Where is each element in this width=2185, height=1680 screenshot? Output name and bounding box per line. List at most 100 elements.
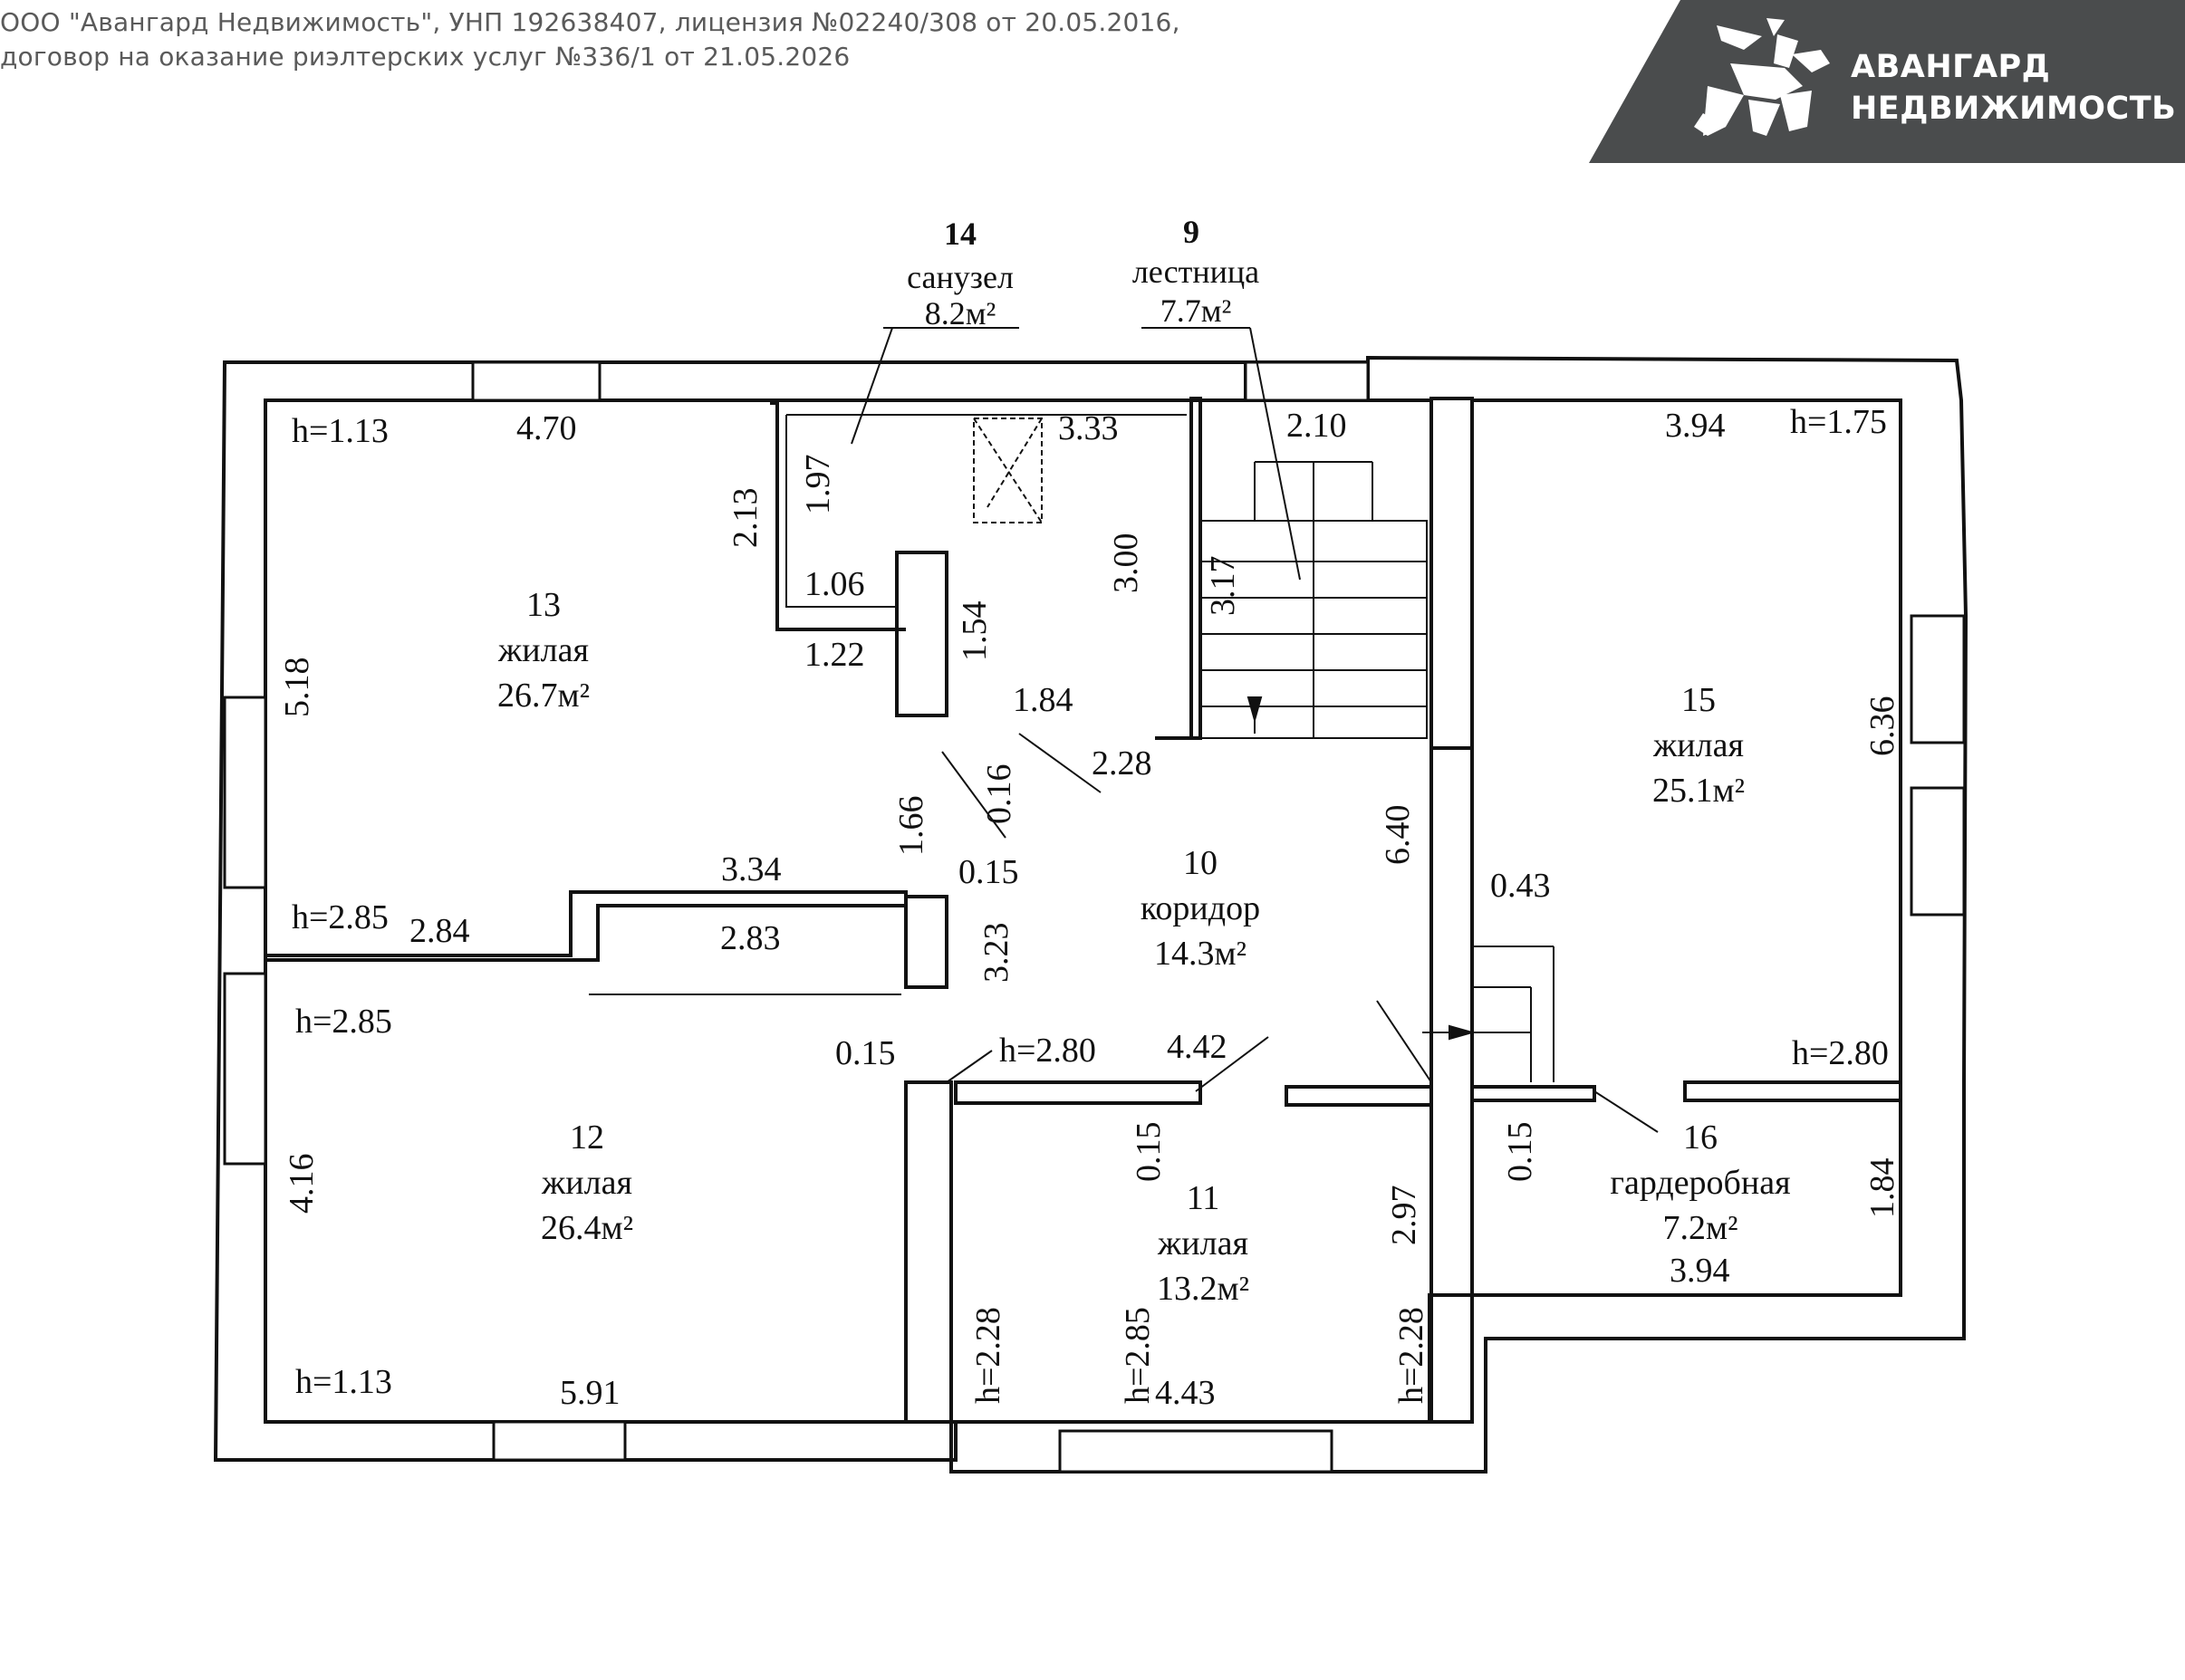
dim-394-top: 3.94 [1665, 407, 1726, 445]
dim-h228-b: h=2.28 [1392, 1307, 1430, 1404]
dim-334: 3.34 [721, 850, 782, 888]
dim-636: 6.36 [1863, 696, 1901, 757]
dim-016: 0.16 [980, 764, 1018, 825]
room-10-name: коридор [1141, 889, 1260, 927]
dim-591: 5.91 [560, 1374, 621, 1412]
dim-h285-c: h=2.85 [1119, 1307, 1157, 1404]
room-10-number: 10 [1183, 844, 1218, 882]
dim-h228-a: h=2.28 [969, 1307, 1007, 1404]
dim-h285-b: h=2.85 [295, 1003, 392, 1041]
bath-fixtures [785, 414, 1187, 608]
room-16-area: 7.2м² [1663, 1209, 1738, 1247]
room-13-area: 26.7м² [497, 677, 590, 715]
agency-header: ООО "Авангард Недвижимость", УНП 1926384… [0, 5, 1540, 74]
dim-300: 3.00 [1107, 533, 1145, 594]
wall-partition-11 [904, 1080, 953, 1424]
dim-106: 1.06 [804, 565, 865, 603]
wall-room11-top-a [954, 1080, 1202, 1105]
dim-015-d: 0.15 [1501, 1122, 1539, 1183]
room-16-name: гардеробная [1610, 1164, 1790, 1202]
dim-284: 2.84 [409, 912, 470, 950]
wall-bath-left [770, 401, 906, 631]
dim-518: 5.18 [278, 658, 316, 718]
dim-043: 0.43 [1490, 867, 1551, 905]
dim-h280-b: h=2.80 [1792, 1034, 1889, 1072]
room-13-number: 13 [526, 586, 561, 624]
window-left-12 [223, 972, 267, 1166]
dim-122: 1.22 [804, 636, 865, 674]
wall-wardrobe-top-a [1470, 1085, 1596, 1102]
dim-333: 3.33 [1058, 409, 1119, 447]
dim-015-a: 0.15 [958, 853, 1019, 891]
dim-213: 2.13 [727, 488, 765, 549]
wall-partition-right [1429, 397, 1474, 1424]
window-right-15b [1910, 786, 1966, 917]
dim-394-bot: 3.94 [1670, 1252, 1730, 1290]
room-16-number: 16 [1683, 1118, 1718, 1157]
room-11-name: жилая [1157, 1224, 1248, 1262]
dim-228-mid: 2.28 [1092, 744, 1152, 782]
windows [223, 360, 1966, 1474]
room-15-number: 15 [1681, 681, 1716, 719]
room-15-area: 25.1м² [1652, 772, 1745, 810]
window-top-9 [1244, 360, 1370, 402]
room-9-name: лестница [1132, 254, 1259, 290]
dim-h285-a: h=2.85 [292, 898, 389, 936]
dim-210: 2.10 [1286, 407, 1347, 445]
dim-443: 4.43 [1155, 1374, 1216, 1412]
dim-283: 2.83 [720, 919, 781, 957]
wall-wardrobe-top-b [1683, 1080, 1902, 1102]
window-right-15a [1910, 614, 1966, 744]
wall-column [904, 895, 948, 989]
wall-outer-right [949, 355, 1968, 1474]
dim-h280-a: h=2.80 [999, 1032, 1096, 1070]
room-12-area: 26.4м² [541, 1209, 633, 1247]
room-14-number: 14 [944, 216, 977, 252]
dim-416: 4.16 [283, 1154, 321, 1214]
leader-lines [589, 327, 1659, 1133]
room-14-name: санузел [907, 259, 1014, 295]
window-bottom-12 [492, 1420, 627, 1462]
dim-323: 3.23 [977, 923, 1015, 984]
dimension-labels: h=1.13 4.70 3.33 2.10 3.94 h=1.75 2.13 1… [278, 403, 1901, 1412]
room-11-area: 13.2м² [1157, 1270, 1249, 1308]
dim-015-c: 0.15 [1130, 1122, 1168, 1183]
shower-cabin-icon [973, 418, 1043, 523]
room-9-number: 9 [1183, 214, 1199, 250]
dim-h113-bot: h=1.13 [295, 1363, 392, 1401]
room-9-area: 7.7м² [1160, 293, 1232, 329]
wall-stair-left [1155, 397, 1202, 740]
dim-470: 4.70 [516, 409, 577, 447]
dim-640: 6.40 [1379, 805, 1417, 866]
dim-h113-top: h=1.13 [292, 412, 389, 450]
room-13-name: жилая [497, 631, 589, 669]
dim-184: 1.84 [1013, 681, 1073, 719]
window-bottom-11 [1058, 1429, 1333, 1474]
room-10-area: 14.3м² [1154, 935, 1247, 973]
room-11-number: 11 [1187, 1179, 1220, 1217]
room-12-name: жилая [541, 1164, 632, 1202]
dim-184-b: 1.84 [1863, 1158, 1901, 1219]
header-line-1: ООО "Авангард Недвижимость", УНП 1926384… [0, 7, 1180, 37]
dim-317: 3.17 [1204, 556, 1242, 617]
stair-down-arrow-icon [1247, 696, 1263, 724]
walls [213, 355, 1968, 1474]
stair-arrow-icon [1449, 1024, 1476, 1041]
window-top-13 [471, 360, 602, 402]
wall-bath-column [895, 551, 948, 717]
room-12-number: 12 [570, 1118, 604, 1157]
room-labels: 14 санузел 8.2м² 9 лестница 7.7м² 13 жил… [497, 214, 1791, 1308]
room-15-name: жилая [1652, 726, 1744, 764]
window-left-13 [223, 696, 267, 889]
dim-015-b: 0.15 [835, 1034, 896, 1072]
dim-166: 1.66 [892, 796, 930, 857]
dim-197: 1.97 [799, 455, 837, 515]
dim-154: 1.54 [956, 601, 994, 662]
dim-442: 4.42 [1167, 1028, 1227, 1066]
header-line-2: договор на оказание риэлтерских услуг №3… [0, 42, 851, 72]
stairs [1199, 461, 1555, 1082]
dim-297: 2.97 [1385, 1186, 1423, 1246]
wall-room11-top-b [1285, 1085, 1433, 1107]
room-14-area: 8.2м² [925, 295, 996, 331]
